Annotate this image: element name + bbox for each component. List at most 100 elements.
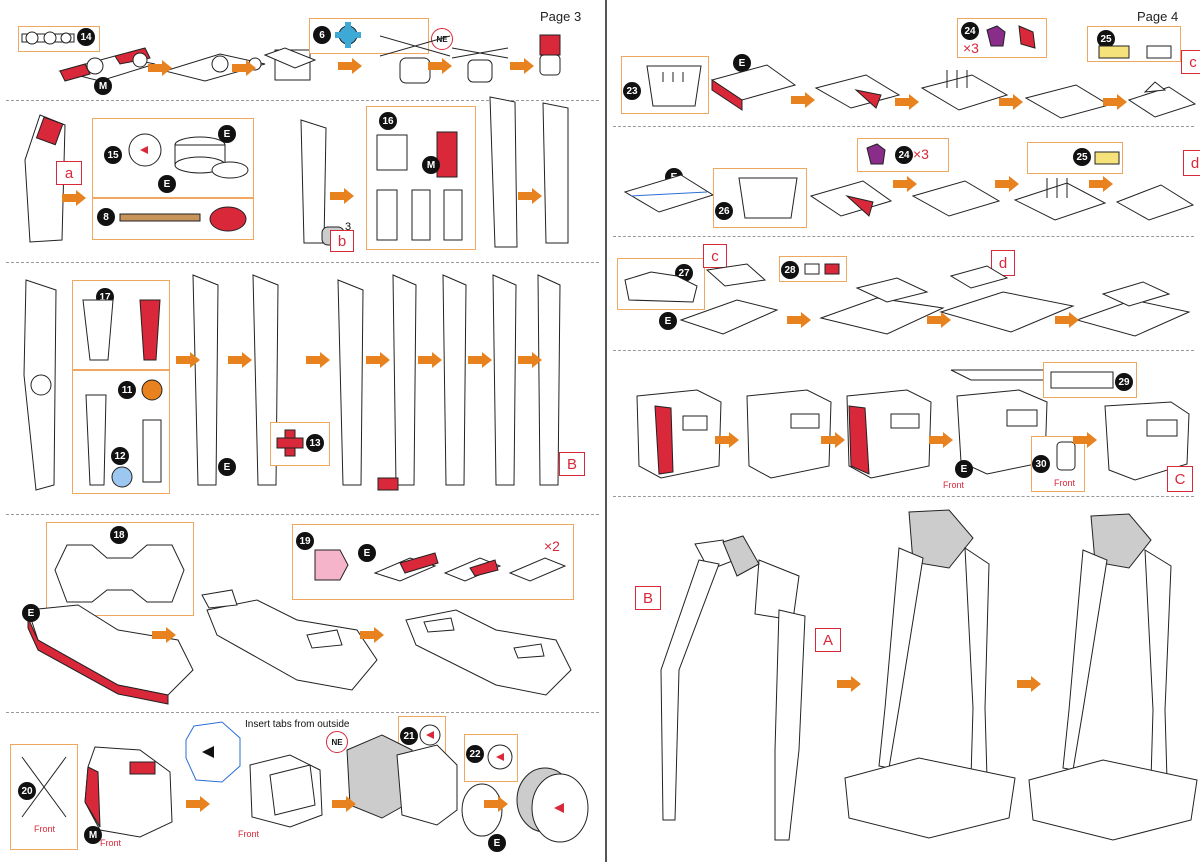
step-6-final-rotor [539,34,561,76]
step-18-base-flat [54,544,185,603]
count-three: 3 [345,221,352,233]
section-divider [613,126,1194,127]
step-badge-16: 16 [379,112,397,130]
step-12-part [111,466,133,488]
step-badge-8: 8 [97,208,115,226]
tool-badge-e: E [358,544,376,562]
step-19-fold-sequence [373,552,567,582]
tool-badge-m: M [84,826,102,844]
step-11-12-legs [85,394,162,486]
step-14-part-strip [21,31,75,45]
step-11-part [141,379,163,401]
cockpit-assembly-c [679,263,779,335]
cabin-front [746,389,832,479]
page-divider [605,0,607,862]
flow-arrow [787,312,811,328]
step-badge-25: 25 [1073,148,1091,166]
step-badge-19: 19 [296,532,314,550]
base-assembly [27,604,194,705]
flow-arrow [332,796,356,812]
flow-arrow [152,627,176,643]
flow-arrow [791,92,815,108]
flow-arrow [518,188,542,204]
cabin-complete [1104,401,1190,481]
step-24-parts [986,25,1036,49]
flow-arrow [1089,176,1113,192]
label-A: A [815,628,841,652]
panel-tabs-folded [1024,84,1111,119]
flow-arrow [176,352,200,368]
section-divider [613,236,1194,237]
step-6-rotor-assembled [451,47,509,83]
step-14-wing-assembly [58,47,156,82]
section-divider [6,712,599,713]
multiplier-x3: ×3 [963,40,979,56]
step-badge-28: 28 [781,261,799,279]
step-badge-18: 18 [110,526,128,544]
tool-badge-e: E [22,604,40,622]
cabin-side-red [636,389,722,479]
tool-sign-ne: NE [326,731,348,753]
body-complete [516,767,589,843]
label-d: d [1183,150,1200,176]
flow-arrow [1017,676,1041,692]
leg-upper-part-a [24,114,66,243]
body-frame-open [249,754,323,828]
step-15-disc [128,133,162,167]
panel-with-red-edge [710,64,797,111]
step-30-part [1056,441,1076,471]
section-divider [613,496,1194,497]
step-15-cylinder [174,136,249,179]
flow-arrow [510,58,534,74]
legs-on-base [844,509,1016,839]
label-c: c [703,244,727,268]
body-exploded [346,734,503,837]
step-badge-6: 6 [313,26,331,44]
flow-arrow [893,176,917,192]
flow-arrow [484,796,508,812]
flow-arrow [228,352,252,368]
step-badge-20: 20 [18,782,36,800]
step-19-part [314,549,349,581]
section-divider [6,514,599,515]
flow-arrow [929,432,953,448]
step-27-part [624,271,698,303]
tool-badge-m: M [422,156,440,174]
section-divider [6,262,599,263]
step-badge-15: 15 [104,146,122,164]
legs-complete [1028,513,1198,841]
flow-arrow [306,352,330,368]
flow-arrow [366,352,390,368]
panel-d-tabs [1013,178,1107,221]
step-29-part [1050,371,1114,389]
front-label: Front [1054,478,1076,488]
page-3: Page 3 14 M 6 NE a 15 E E 8 3 b 16 M 17 … [6,9,599,852]
step-26-part [738,177,798,219]
base-complete [405,609,572,696]
cockpit-assembly-mid [819,277,945,335]
cockpit-assembly-d [939,265,1075,333]
step-badge-13: 13 [306,434,324,452]
tool-sign-ne: NE [431,28,453,50]
step-24-part [866,143,886,165]
label-c: c [1181,50,1200,74]
panel-d-complete [1115,184,1195,221]
label-b: b [330,230,354,252]
flow-arrow [148,60,172,76]
front-label: Front [238,829,260,839]
tool-badge-e: E [218,125,236,143]
flow-arrow [338,58,362,74]
tool-badge-e: E [659,312,677,330]
step-badge-26: 26 [715,202,733,220]
leg-assembled-final [542,102,569,244]
step-badge-25: 25 [1097,30,1115,48]
label-B: B [635,586,661,610]
front-label: Front [34,824,56,834]
insert-tabs-note: Insert tabs from outside [245,719,350,730]
step-badge-24: 24 [895,146,913,164]
front-label: Front [100,838,122,848]
front-label: Front [943,480,965,490]
step-20-cross-part [21,756,67,818]
step-badge-14: 14 [77,28,95,46]
panel-with-tabs [920,70,1009,111]
